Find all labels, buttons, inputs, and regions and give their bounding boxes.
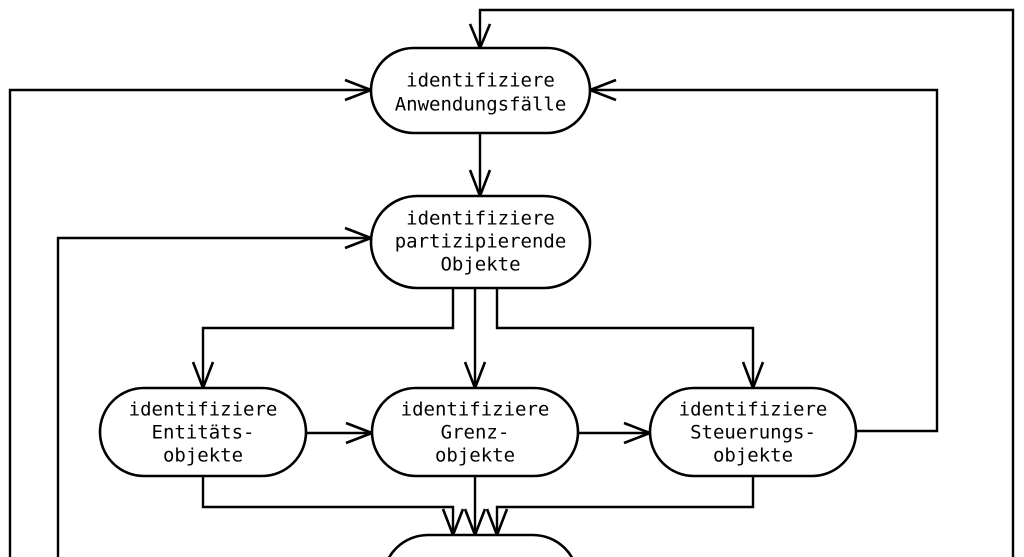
edge-entity-to-bottom — [201, 476, 465, 539]
node-use-cases-line1: identifiziere — [406, 70, 555, 92]
edge-use-cases-to-participating — [468, 133, 492, 200]
node-control-objects-line2: Steuerungs- — [690, 422, 816, 444]
node-bottom-partial[interactable] — [383, 533, 578, 557]
node-participating-objects-line2: partizipierende — [395, 231, 567, 253]
edge-participating-to-entity — [191, 288, 455, 392]
node-control-objects[interactable]: identifiziere Steuerungs- objekte — [648, 386, 858, 478]
node-participating-objects-line3: Objekte — [440, 254, 520, 276]
node-layer: identifiziere Anwendungsfälle identifizi… — [98, 46, 858, 557]
node-boundary-objects[interactable]: identifiziere Grenz- objekte — [370, 386, 580, 478]
node-entity-objects-shape — [98, 386, 308, 478]
node-participating-objects-shape — [369, 194, 592, 290]
node-entity-objects-line3: objekte — [163, 445, 243, 467]
node-boundary-objects-shape — [370, 386, 580, 478]
edge-control-to-bottom — [485, 476, 755, 539]
node-entity-objects-line1: identifiziere — [129, 399, 278, 421]
node-boundary-objects-line3: objekte — [435, 445, 515, 467]
node-entity-objects[interactable]: identifiziere Entitäts- objekte — [98, 386, 308, 478]
edge-participating-to-control — [495, 288, 765, 392]
edge-control-back-to-use-cases — [586, 78, 939, 433]
edge-boundary-to-control — [578, 421, 654, 445]
edge-participating-to-boundary — [463, 288, 487, 392]
node-boundary-objects-line2: Grenz- — [441, 422, 510, 444]
node-control-objects-line1: identifiziere — [679, 399, 828, 421]
node-use-cases-line2: Anwendungsfälle — [395, 94, 567, 116]
edge-far-left-back-to-use-cases — [8, 78, 375, 557]
node-use-cases-shape — [369, 46, 592, 135]
node-boundary-objects-line1: identifiziere — [401, 399, 550, 421]
node-participating-objects[interactable]: identifiziere partizipierende Objekte — [369, 194, 592, 290]
node-use-cases[interactable]: identifiziere Anwendungsfälle — [369, 46, 592, 135]
node-control-objects-shape — [648, 386, 858, 478]
node-participating-objects-line1: identifiziere — [406, 208, 555, 230]
node-entity-objects-line2: Entitäts- — [152, 422, 255, 444]
edge-boundary-to-bottom — [463, 476, 487, 539]
edge-entity-to-boundary — [306, 421, 376, 445]
edge-layer — [8, 8, 1015, 557]
node-control-objects-line3: objekte — [713, 445, 793, 467]
node-bottom-partial-shape — [387, 533, 574, 557]
